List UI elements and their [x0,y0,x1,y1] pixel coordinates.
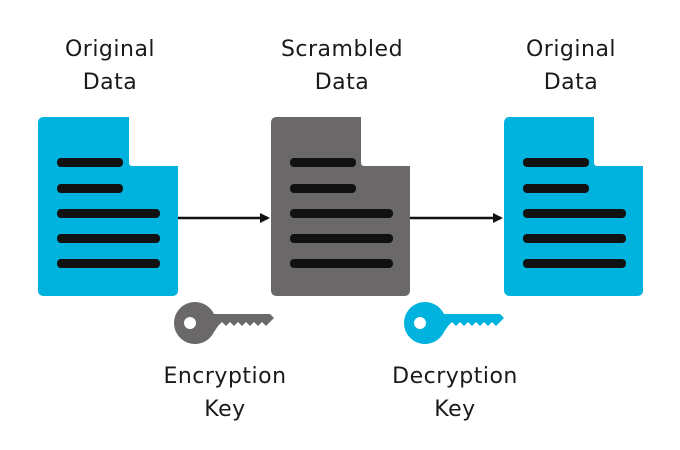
document-original-left-icon [38,114,181,296]
document-text-lines [57,158,160,268]
document-text-lines [290,158,393,268]
document-scrambled-icon [271,114,413,296]
label-line: Scrambled [280,37,404,62]
document-fold [594,114,646,166]
label-line: Data [314,70,370,95]
original-data-label-left: Original Data [30,33,190,99]
decryption-key-label: Decryption Key [360,360,550,426]
scrambled-data-label: Scrambled Data [262,33,422,99]
key-shape [173,301,274,345]
label-line: Data [82,70,138,95]
label-line: Original [525,37,617,62]
label-line: Encryption [163,364,287,389]
label-line: Key [204,397,246,422]
encryption-key-label: Encryption Key [130,360,320,426]
document-fold [129,114,181,166]
label-line: Key [434,397,476,422]
label-line: Decryption [392,364,518,389]
document-original-right-icon [504,114,646,296]
label-line: Original [64,37,156,62]
key-shape [403,301,504,345]
decryption-key-icon [403,301,504,345]
document-text-lines [523,158,626,268]
original-data-label-right: Original Data [491,33,651,99]
label-line: Data [543,70,599,95]
document-fold [361,114,413,166]
encryption-key-icon [173,301,274,345]
